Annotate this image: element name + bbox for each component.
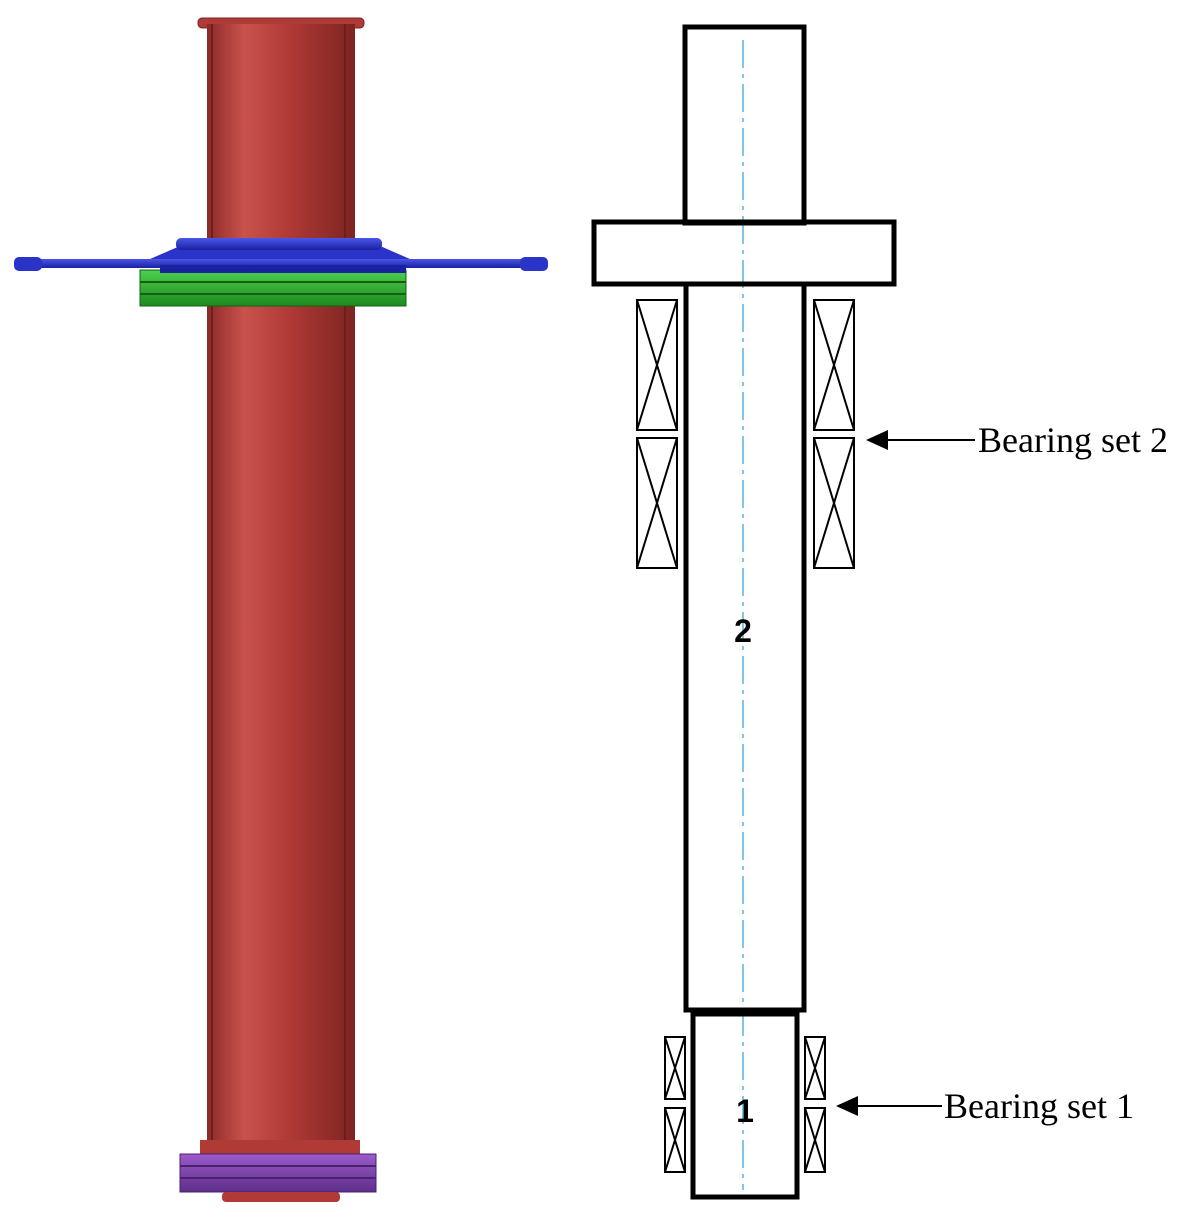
bearing-set-2 xyxy=(636,299,855,569)
bearing-set-2-label: Bearing set 2 xyxy=(978,420,1168,460)
blue-flange xyxy=(14,238,548,273)
shaft-segment-2 xyxy=(683,281,807,1013)
bearing-set-1-label: Bearing set 1 xyxy=(944,1086,1134,1126)
segment-2-label: 2 xyxy=(734,613,752,649)
upper-shaft-block xyxy=(682,24,807,226)
bearing-set-2-arrow xyxy=(866,430,975,450)
bearing-set-1-arrow xyxy=(836,1096,942,1116)
segment-1-label: 1 xyxy=(736,1093,754,1129)
rendered-shaft-assembly xyxy=(14,17,548,1202)
shaft-schematic xyxy=(591,24,975,1200)
purple-pulley xyxy=(179,1140,377,1202)
green-pulley xyxy=(139,269,407,307)
rendered-shaft-body xyxy=(207,24,355,1164)
bearing-set-1 xyxy=(664,1036,826,1173)
shaft-segment-1 xyxy=(690,1011,800,1200)
